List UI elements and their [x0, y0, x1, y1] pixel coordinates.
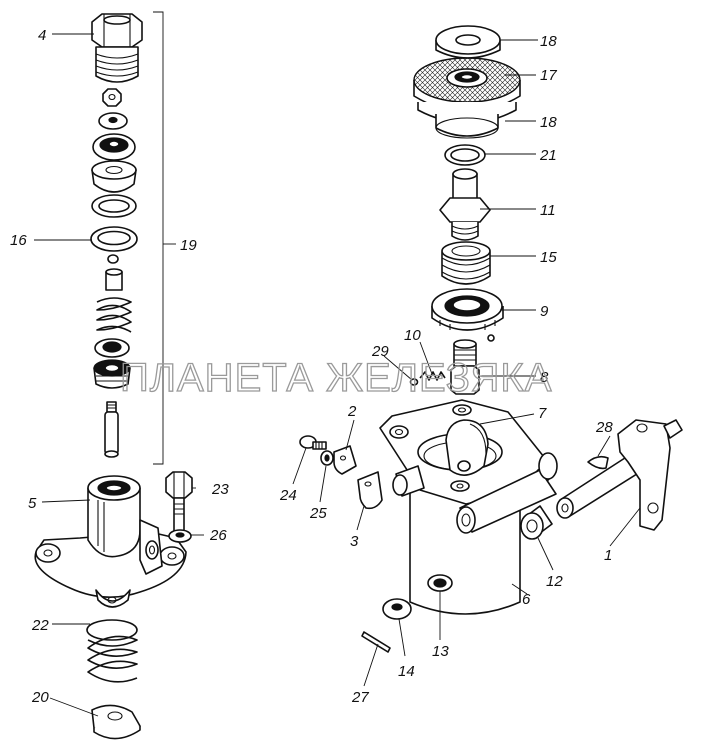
- callout-10: 10: [404, 327, 421, 344]
- part-2-hole: [339, 455, 347, 461]
- dark-seal: [92, 133, 136, 161]
- callout-25: 25: [309, 505, 327, 522]
- callout-labels: 4 16 19 5 23 26 22 20 18 17 18 21 11 15 …: [10, 27, 613, 706]
- part-23-bolt: [165, 471, 193, 532]
- callout-2: 2: [347, 403, 357, 420]
- callout-8: 8: [540, 369, 549, 386]
- part-17-mesh-disc: [413, 57, 521, 113]
- part-12-bushing: [520, 505, 553, 540]
- callout-21: 21: [539, 147, 557, 164]
- callout-18-lower: 18: [540, 114, 557, 131]
- part-24-screw: [299, 435, 327, 450]
- callout-26: 26: [209, 527, 227, 544]
- part-14-washer: [382, 598, 412, 620]
- part-7-cam: [445, 419, 489, 476]
- callout-12: 12: [546, 573, 563, 590]
- part-18-top-disc: [435, 25, 501, 59]
- small-ball: [487, 334, 495, 342]
- small-bead: [107, 254, 119, 264]
- part-10-small-spring: [419, 371, 446, 381]
- part-28-key: [587, 455, 609, 470]
- part-15-spring: [441, 241, 491, 285]
- callout-11: 11: [540, 202, 556, 219]
- callout-4: 4: [38, 27, 46, 44]
- cup: [91, 160, 137, 193]
- callout-1: 1: [604, 547, 612, 564]
- part-18-lower-disc: [417, 102, 517, 139]
- callout-3: 3: [350, 533, 359, 550]
- callout-16: 16: [10, 232, 27, 249]
- callout-13: 13: [432, 643, 449, 660]
- callout-29: 29: [371, 343, 389, 360]
- callout-19: 19: [180, 237, 197, 254]
- part-4-hex-cap: [91, 13, 143, 83]
- callout-27: 27: [351, 689, 369, 706]
- part-1-lever-shaft: [556, 419, 683, 531]
- callout-5: 5: [28, 495, 37, 512]
- callout-20: 20: [31, 689, 49, 706]
- part-25-washer: [320, 450, 334, 466]
- part-5-base-housing: [34, 475, 187, 608]
- part-22-spring: [86, 619, 138, 683]
- callout-17: 17: [540, 67, 557, 84]
- valve-seal: [94, 338, 130, 358]
- callout-18-top: 18: [540, 33, 557, 50]
- part-26-washer: [168, 529, 192, 543]
- callout-23: 23: [211, 481, 229, 498]
- callout-15: 15: [540, 249, 557, 266]
- ring: [91, 194, 137, 218]
- bushing: [105, 268, 123, 291]
- washer: [98, 112, 128, 130]
- callout-6: 6: [522, 591, 531, 608]
- part-29-ball: [409, 378, 419, 386]
- part-21-o-ring: [444, 144, 486, 166]
- valve-disc: [93, 359, 131, 389]
- part-20-plate: [91, 704, 141, 740]
- callout-7: 7: [538, 405, 547, 422]
- callout-28: 28: [595, 419, 613, 436]
- part-11-fitting: [439, 168, 491, 241]
- callout-14: 14: [398, 663, 415, 680]
- callout-24: 24: [279, 487, 297, 504]
- leader-lines: [34, 33, 641, 717]
- valve-stem: [104, 401, 119, 458]
- small-nut: [102, 88, 122, 107]
- group-bracket-19: [153, 11, 164, 465]
- small-spring: [96, 297, 132, 333]
- part-3-tab: [357, 471, 383, 510]
- part-9-collar: [431, 288, 504, 331]
- callout-9: 9: [540, 303, 549, 320]
- part-8-nipple: [450, 339, 480, 395]
- callout-22: 22: [31, 617, 49, 634]
- watermark-text: ПЛАНЕТА ЖЕЛЕЗЯКА: [120, 356, 552, 400]
- part-27-pin: [361, 631, 391, 653]
- part-16-ring: [90, 226, 138, 252]
- left-valve-stack: [90, 11, 176, 465]
